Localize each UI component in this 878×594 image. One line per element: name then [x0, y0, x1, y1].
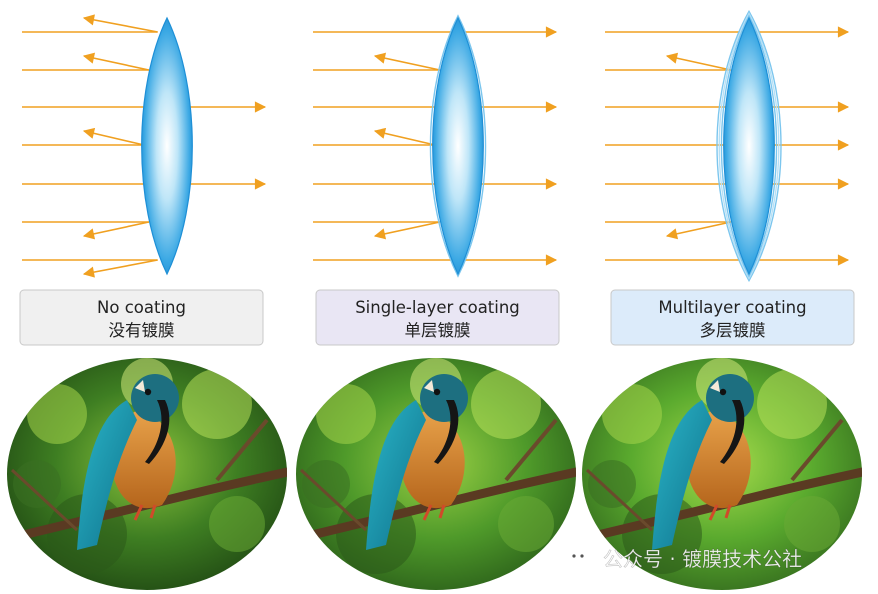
light-ray	[605, 52, 732, 71]
caption-en: Multilayer coating	[658, 298, 806, 317]
bird-eye	[144, 388, 152, 396]
reflected-ray	[665, 52, 732, 71]
light-ray	[22, 127, 145, 146]
bokeh	[588, 460, 636, 508]
bird-wing	[77, 400, 137, 550]
light-ray	[605, 221, 732, 240]
caption-panel-none: No coating 没有镀膜	[19, 289, 264, 346]
lens	[141, 16, 193, 276]
lens-body	[141, 16, 193, 276]
kingfisher	[77, 374, 179, 550]
caption-panel-multi: Multilayer coating 多层镀膜	[610, 289, 855, 346]
bird-feet	[422, 504, 446, 521]
bird-eye	[433, 388, 441, 396]
light-ray	[22, 52, 150, 71]
bokeh	[757, 369, 827, 439]
caption-box	[315, 289, 560, 346]
bird-cheek-patch	[135, 380, 145, 392]
reflected-ray	[373, 52, 441, 71]
reflected-ray	[373, 127, 436, 146]
wechat-icon	[567, 549, 599, 574]
light-ray	[313, 52, 441, 71]
bird-wing	[652, 400, 712, 550]
bokeh	[13, 460, 61, 508]
caption-cn: 多层镀膜	[700, 321, 766, 340]
reflected-ray	[82, 52, 150, 71]
lens	[716, 9, 782, 283]
branch	[7, 465, 287, 545]
kingfisher-photo	[582, 358, 862, 590]
bird-beak	[720, 400, 745, 464]
coating-layer	[718, 12, 780, 280]
kingfisher	[652, 374, 754, 550]
coating-layer	[716, 9, 782, 283]
bird-beak	[145, 400, 170, 464]
twig	[10, 468, 79, 532]
caption-en: Single-layer coating	[355, 298, 520, 317]
caption-box	[610, 289, 855, 346]
lens-body	[432, 16, 484, 276]
kingfisher-photo	[296, 358, 576, 590]
bird-feet	[133, 504, 157, 521]
caption-en: No coating	[97, 298, 186, 317]
bird-feet	[708, 504, 732, 521]
bokeh	[784, 496, 840, 552]
bokeh	[209, 496, 265, 552]
caption-cn: 单层镀膜	[405, 321, 471, 340]
kingfisher-photo	[7, 358, 287, 590]
twig	[504, 418, 558, 482]
kingfisher	[366, 374, 468, 550]
bird-beak	[434, 400, 459, 464]
branch	[296, 465, 576, 545]
twig	[215, 418, 269, 482]
reflected-ray	[82, 259, 158, 278]
lens	[429, 14, 487, 278]
reflected-ray	[82, 127, 145, 146]
bird-head	[706, 374, 754, 422]
caption-box	[19, 289, 264, 346]
bokeh	[602, 384, 662, 444]
bokeh	[302, 460, 350, 508]
light-ray	[22, 221, 150, 240]
bird-cheek-patch	[710, 380, 720, 392]
reflected-ray	[373, 221, 441, 240]
caption-panel-single: Single-layer coating 单层镀膜	[315, 289, 560, 346]
bird-head	[420, 374, 468, 422]
reflected-ray	[82, 221, 150, 240]
bokeh	[316, 384, 376, 444]
light-ray	[313, 221, 441, 240]
caption-cn: 没有镀膜	[109, 321, 175, 340]
coating-layer	[720, 14, 778, 278]
twig	[299, 468, 368, 532]
bokeh	[27, 384, 87, 444]
bird-eye	[719, 388, 727, 396]
bokeh	[498, 496, 554, 552]
watermark-text: 公众号 · 镀膜技术公社	[603, 547, 802, 571]
light-ray	[313, 127, 436, 146]
coating-layer	[429, 14, 487, 278]
reflected-ray	[82, 14, 158, 33]
bird-head	[131, 374, 179, 422]
reflected-ray	[665, 221, 732, 240]
light-ray	[22, 14, 158, 33]
bokeh	[182, 369, 252, 439]
light-ray	[22, 259, 158, 278]
bird-wing	[366, 400, 426, 550]
branch	[582, 465, 862, 545]
bokeh	[471, 369, 541, 439]
lens-body	[723, 16, 775, 276]
bird-cheek-patch	[424, 380, 434, 392]
twig	[585, 468, 654, 532]
twig	[790, 418, 844, 482]
watermark: 公众号 · 镀膜技术公社	[567, 547, 802, 574]
